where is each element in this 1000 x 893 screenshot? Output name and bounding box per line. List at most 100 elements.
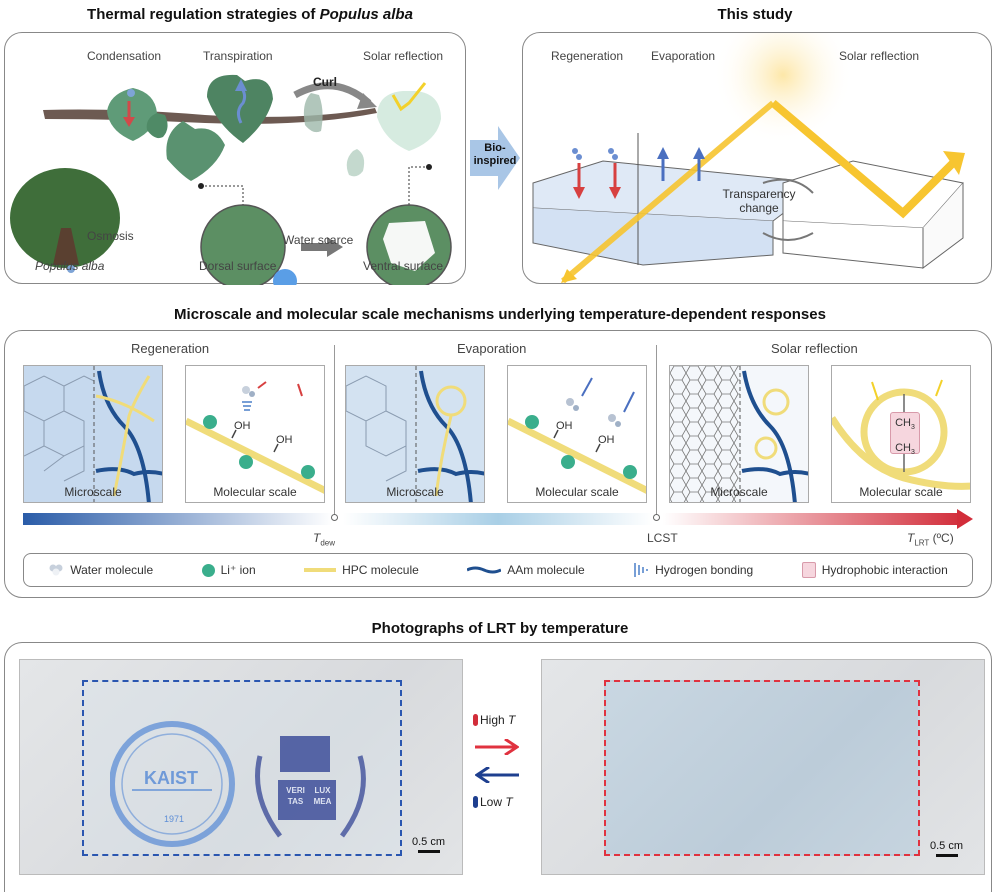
legend-label: Water molecule [70,563,154,577]
arrow-right-icon [470,126,520,190]
section-title-mechanisms: Microscale and molecular scale mechanism… [174,306,826,323]
section-title-this-study: This study [717,6,793,23]
oh-label: OH [234,420,251,432]
label-populus-alba: Populus alba [35,259,105,273]
photo-high-temperature: 0.5 cm [541,659,985,875]
label-solar-reflection-study: Solar reflection [839,49,920,63]
caption-molecular-scale: Molecular scale [535,485,619,499]
label-transparency: Transparency [722,187,796,201]
coiled-hpc-diagram [832,379,970,490]
thermometer-hot-icon [473,714,478,726]
divider-2 [656,345,657,517]
oh-label: OH [556,420,573,432]
kaist-logo-text: KAIST [144,768,198,788]
high-t-label: High T [473,713,515,727]
caption-microscale: Microscale [386,485,444,499]
mechanisms-panel: Regeneration Evaporation Solar reflectio… [4,330,992,598]
label-curl: Curl [313,75,337,89]
solar-molecular-box: CH3 CH3 Molecular scale [831,365,971,503]
legend-item-hydrophobic: Hydrophobic interaction [801,562,948,578]
scale-bar-label: 0.5 cm [930,840,964,852]
this-study-illustration [532,33,965,283]
group-label-regeneration: Regeneration [131,341,210,356]
legend-label: AAm molecule [507,563,585,577]
legend-item-hpc: HPC molecule [304,563,419,577]
molecular-diagram [508,377,646,494]
label-dorsal-surface: Dorsal surface [199,259,277,273]
bio-label: Bio- [484,142,506,154]
legend-item-li-ion: Li⁺ ion [201,563,256,577]
oh-label: OH [276,434,293,446]
arrow-left-icon [475,767,519,783]
temperature-switch-indicator: High T Low T [471,709,535,829]
legend-label: Li⁺ ion [220,563,256,577]
legend-label: Hydrophobic interaction [821,563,948,577]
scale-bar-left: 0.5 cm [412,836,445,853]
caption-microscale: Microscale [64,485,122,499]
evaporation-microscale-box: Microscale [345,365,485,503]
label-evaporation: Evaporation [651,49,716,63]
title-italic: Populus alba [319,6,413,23]
section-title-populus: Thermal regulation strategies of Populus… [0,6,500,23]
axis-label-tdew: Tdew [313,531,336,548]
molecular-diagram [186,381,324,494]
li-ion-icon [201,563,215,577]
legend-item-aam: AAm molecule [467,563,585,577]
water-molecule-icon [49,564,63,576]
low-t-label: Low T [473,795,513,809]
hydrophobic-interaction-icon [801,562,816,578]
caption-molecular-scale: Molecular scale [213,485,297,499]
ch3-label: CH3 [895,442,915,457]
axis-label-tlrt: TLRT (ºC) [907,531,954,548]
ch3-label: CH3 [895,417,915,432]
tdew-marker [331,514,338,521]
bio-inspired-arrow: Bio- inspired [470,126,520,190]
label-condensation: Condensation [87,49,162,63]
caption-molecular-scale: Molecular scale [859,485,943,499]
hpc-molecule-icon [304,568,337,572]
label-water-scarce: Water scarce [283,233,354,247]
regeneration-molecular-box: OH OH Molecular scale [185,365,325,503]
caption-microscale: Microscale [710,485,768,499]
arrow-head-icon [957,509,973,529]
scale-bar-label: 0.5 cm [412,836,446,848]
inspired-label: inspired [473,155,517,167]
populus-panel: Condensation Transpiration Solar reflect… [4,32,466,285]
solar-microscale-box: Microscale [669,365,809,503]
scale-bar-right: 0.5 cm [930,840,963,857]
title-prefix: Thermal regulation strategies of [87,6,320,23]
lcst-marker [653,514,660,521]
hexagon-network-icon [346,366,484,502]
hydrophobic-box: CH3 CH3 [890,412,920,456]
label-ventral-surface: Ventral surface [363,259,444,273]
hydrogen-bonding-icon [634,563,648,577]
label-transpiration: Transpiration [203,49,273,63]
divider-1 [334,345,335,517]
hexagon-network-icon [24,366,162,502]
label-osmosis: Osmosis [87,229,134,243]
evaporation-molecular-box: OH OH Molecular scale [507,365,647,503]
legend-label: HPC molecule [342,563,419,577]
thermometer-cold-icon [473,796,478,808]
axis-label-lcst: LCST [647,531,678,545]
legend: Water molecule Li⁺ ion HPC molecule AAm … [23,553,973,587]
label-change: change [739,201,779,215]
label-solar-reflection: Solar reflection [363,49,444,63]
label-regeneration: Regeneration [551,49,624,63]
this-study-panel: Regeneration Evaporation Solar reflectio… [522,32,992,284]
dense-hexagon-network-icon [670,366,808,502]
temperature-gradient-bar [23,509,973,529]
kaist-logo-year: 1971 [164,814,185,824]
section-title-photographs: Photographs of LRT by temperature [371,620,629,637]
legend-item-hydrogen-bonding: Hydrogen bonding [633,563,753,577]
legend-label: Hydrogen bonding [655,563,754,577]
arrow-right-icon [475,739,519,755]
populus-illustration [10,74,452,285]
group-label-solar-reflection: Solar reflection [771,341,858,356]
aam-molecule-icon [467,566,502,574]
regeneration-microscale-box: Microscale [23,365,163,503]
kaist-snu-logos [110,721,366,847]
